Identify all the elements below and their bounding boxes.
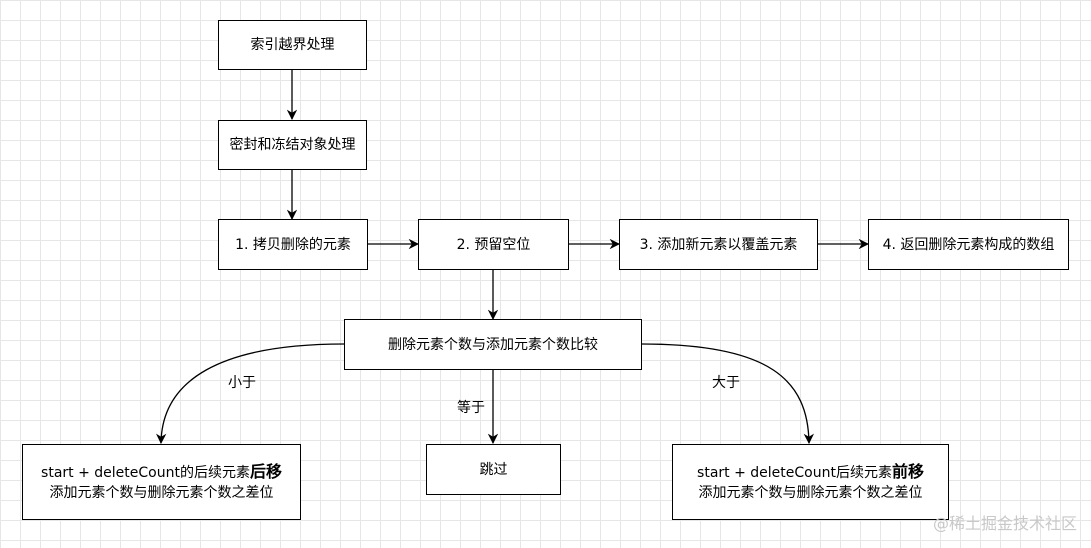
node-less-line1: start + deleteCount的后续元素后移 — [41, 462, 282, 483]
node-less-line2: 添加元素个数与删除元素个数之差位 — [49, 484, 274, 501]
node-equal: 跳过 — [426, 444, 561, 495]
node-step1: 1. 拷贝删除的元素 — [218, 219, 368, 270]
node-step4: 4. 返回删除元素构成的数组 — [868, 219, 1069, 270]
node-greater-line1-strong: 前移 — [891, 461, 924, 481]
arrow-compare-to-less — [155, 343, 345, 445]
node-seal-freeze-label: 密封和冻结对象处理 — [229, 137, 356, 153]
node-seal-freeze: 密封和冻结对象处理 — [218, 120, 367, 170]
node-step2-label: 2. 预留空位 — [456, 236, 531, 253]
node-step1-label: 1. 拷贝删除的元素 — [235, 236, 351, 253]
edge-label-less: 小于 — [228, 375, 256, 391]
node-step3-label: 3. 添加新元素以覆盖元素 — [639, 236, 798, 253]
node-compare-label: 删除元素个数与添加元素个数比较 — [388, 336, 598, 353]
node-less-line1-prefix: start + deleteCount的后续元素 — [41, 464, 250, 481]
node-compare: 删除元素个数与添加元素个数比较 — [344, 319, 642, 370]
node-step4-label: 4. 返回删除元素构成的数组 — [882, 236, 1055, 253]
node-index-bounds-label: 索引越界处理 — [250, 37, 335, 53]
watermark: @稀土掘金技术社区 — [932, 514, 1077, 533]
node-greater-line1: start + deleteCount后续元素前移 — [697, 462, 924, 483]
arrow-compare-to-greater — [641, 343, 815, 445]
node-less: start + deleteCount的后续元素后移 添加元素个数与删除元素个数… — [22, 444, 301, 520]
edge-label-equal: 等于 — [457, 400, 485, 416]
node-greater: start + deleteCount后续元素前移 添加元素个数与删除元素个数之… — [672, 444, 949, 520]
node-equal-label: 跳过 — [479, 461, 508, 478]
node-greater-line1-prefix: start + deleteCount后续元素 — [697, 464, 892, 481]
node-step3: 3. 添加新元素以覆盖元素 — [619, 219, 818, 270]
node-step2: 2. 预留空位 — [418, 219, 569, 270]
node-index-bounds: 索引越界处理 — [218, 20, 367, 70]
edge-label-greater: 大于 — [712, 375, 740, 391]
node-less-line1-strong: 后移 — [249, 461, 282, 481]
node-greater-line2: 添加元素个数与删除元素个数之差位 — [698, 484, 923, 501]
